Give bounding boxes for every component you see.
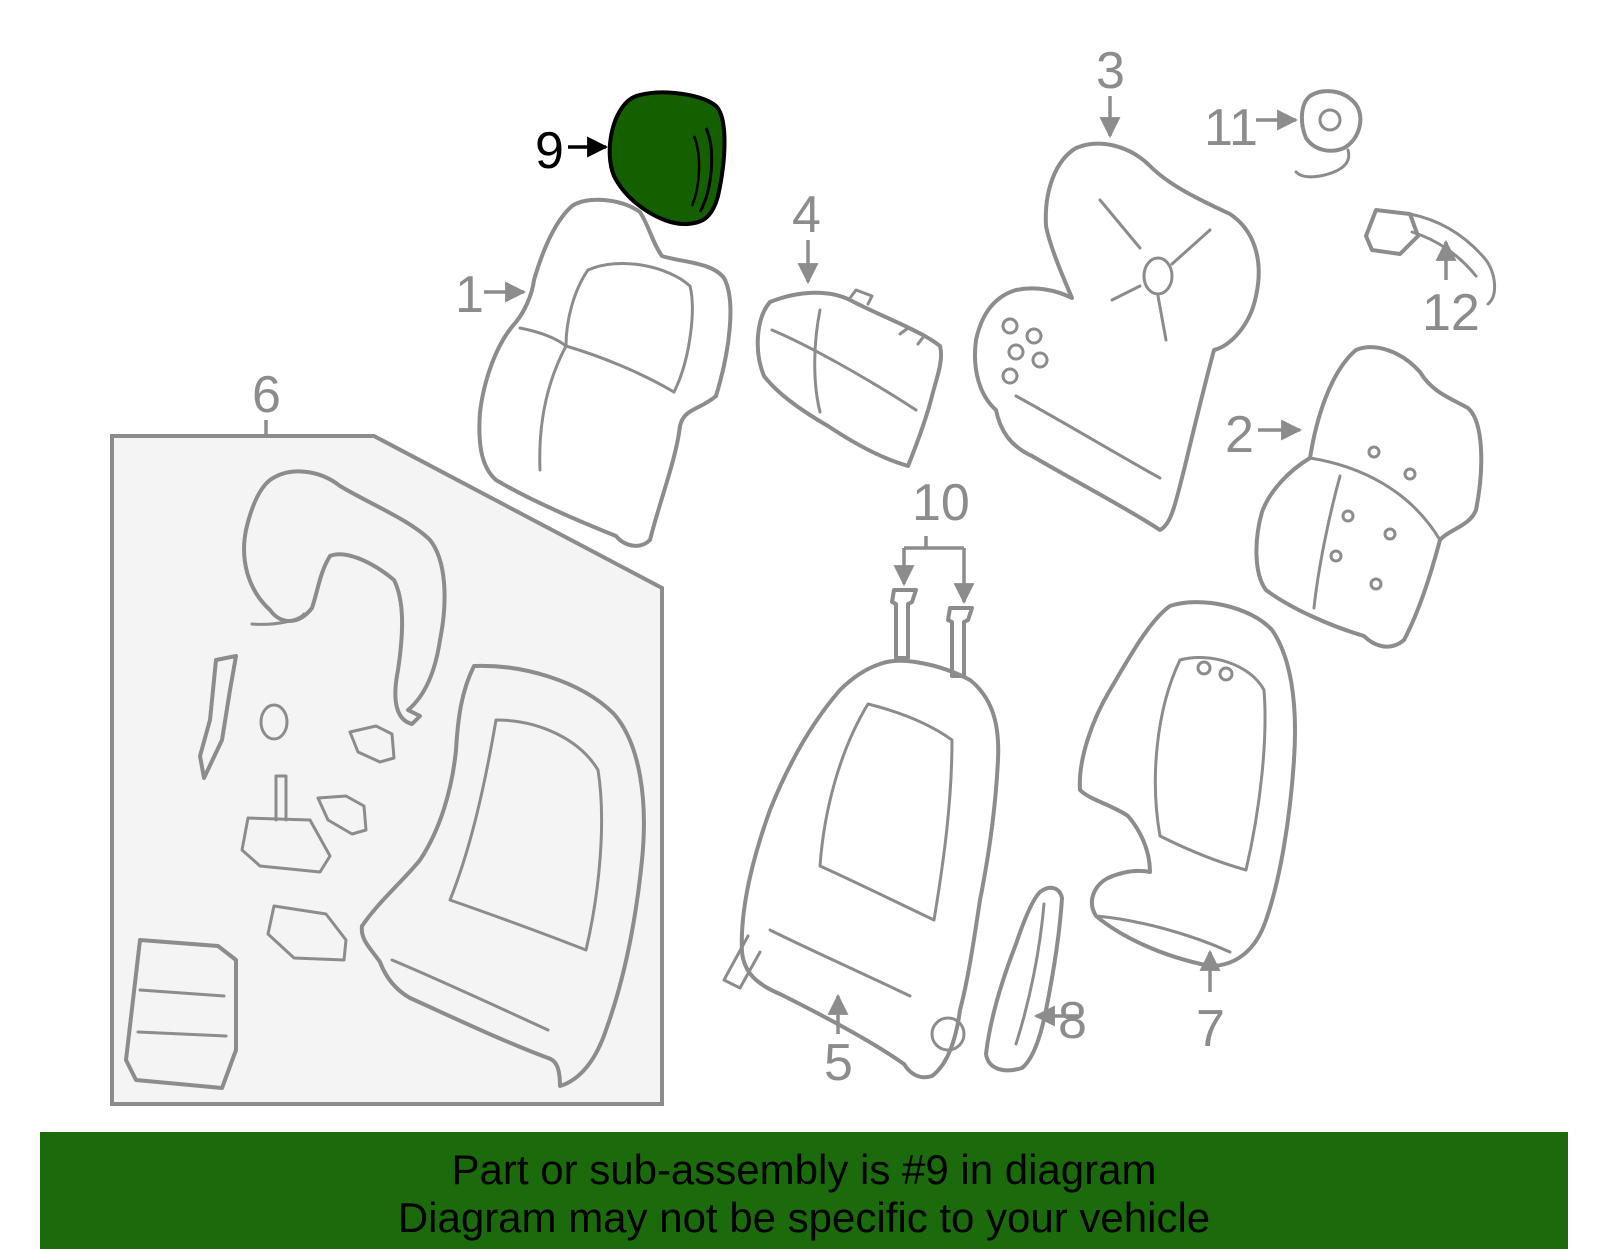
- svg-text:11: 11: [1204, 99, 1258, 157]
- svg-text:7: 7: [1196, 1000, 1225, 1058]
- part-1-back-cover: [477, 197, 733, 548]
- callout-8: 8: [1033, 992, 1087, 1050]
- callout-12: 12: [1422, 239, 1480, 342]
- svg-text:2: 2: [1225, 406, 1254, 464]
- callout-11: 11: [1204, 99, 1299, 157]
- part-3-back-pad: [973, 141, 1261, 532]
- svg-text:3: 3: [1096, 42, 1125, 100]
- part-2-pad: [1254, 345, 1484, 649]
- callout-9: 9: [535, 122, 609, 180]
- banner-line-2: Diagram may not be specific to your vehi…: [397, 1194, 1211, 1241]
- callout-6: 6: [252, 366, 281, 438]
- part-10-guides: [890, 588, 974, 678]
- callout-7: 7: [1196, 949, 1225, 1058]
- part-7-shell: [1077, 600, 1298, 968]
- svg-text:8: 8: [1058, 992, 1087, 1050]
- part-9-headrest[interactable]: [607, 90, 727, 227]
- svg-text:10: 10: [912, 474, 970, 532]
- svg-text:12: 12: [1422, 284, 1480, 342]
- banner-line-1: Part or sub-assembly is #9 in diagram: [451, 1146, 1157, 1193]
- callout-3: 3: [1096, 42, 1125, 139]
- svg-text:1: 1: [455, 266, 484, 324]
- callout-4: 4: [792, 186, 821, 285]
- part-8-trim: [984, 885, 1064, 1073]
- callout-9-label: 9: [535, 122, 564, 180]
- part-5-frame: [722, 658, 1001, 1080]
- info-banner: Part or sub-assembly is #9 in diagram Di…: [40, 1132, 1568, 1249]
- part-4-back-panel: [755, 288, 943, 468]
- callout-10: 10: [893, 474, 975, 605]
- callout-5: 5: [824, 993, 853, 1092]
- svg-text:4: 4: [792, 186, 821, 244]
- part-11-knob: [1294, 89, 1363, 179]
- part-6-subassembly-panel: [110, 434, 664, 1106]
- svg-text:5: 5: [824, 1034, 853, 1092]
- callout-1: 1: [455, 266, 527, 324]
- svg-text:6: 6: [252, 366, 281, 424]
- callout-2: 2: [1225, 406, 1303, 464]
